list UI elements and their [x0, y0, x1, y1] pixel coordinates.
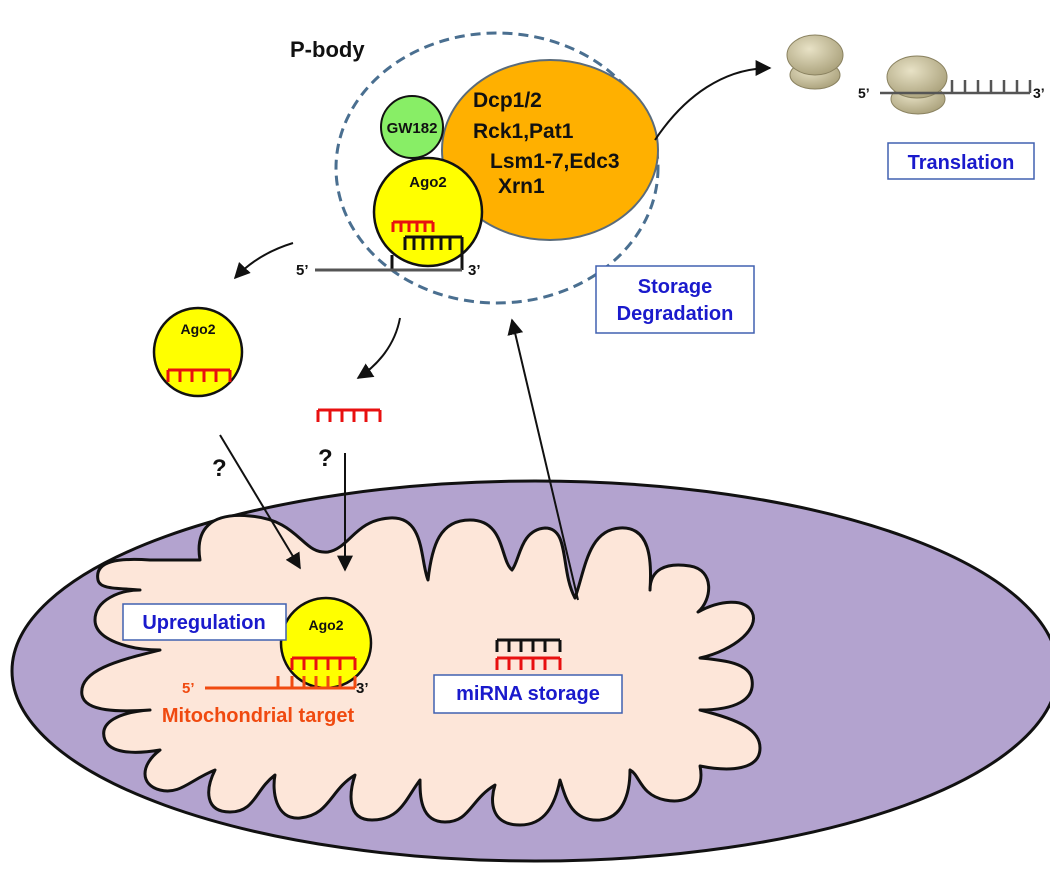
pbody-three-prime: 3’ — [468, 262, 481, 279]
ago2-free-mirna — [166, 368, 232, 382]
translating-ribosomes — [786, 34, 1032, 115]
ribosome-free — [786, 34, 844, 90]
storage-label: Storage — [638, 276, 712, 298]
pbody-mirna — [391, 220, 435, 232]
translation-box — [887, 142, 1035, 180]
arrow-pbody-to-translation — [654, 60, 772, 141]
storage-degradation-box — [595, 265, 755, 334]
protein-xrn1: Xrn1 — [498, 175, 545, 198]
gw182-label: GW182 — [387, 120, 438, 137]
arrow-pbody-to-free-mirna — [356, 317, 401, 379]
question-mark-ago2: ? — [212, 455, 227, 482]
upregulation-label: Upregulation — [142, 612, 265, 634]
translation-three-prime: 3’ — [1033, 85, 1045, 101]
mitochondrion — [10, 479, 1050, 863]
protein-dcp: Dcp1/2 — [473, 89, 542, 112]
arrow-mito-to-pbody — [507, 318, 579, 601]
ago2-mito-label: Ago2 — [309, 617, 344, 633]
mito-five-prime: 5’ — [182, 680, 195, 697]
ago2-pbody — [372, 156, 484, 268]
arrow-ago2-to-mito — [219, 434, 301, 570]
stored-mirna-duplex — [495, 638, 562, 670]
mirna-storage-label: miRNA storage — [456, 683, 600, 705]
mito-three-prime: 3’ — [356, 680, 369, 697]
mitochondrion-cristae — [80, 513, 762, 827]
mito-mirna — [290, 656, 357, 670]
ago2-pbody-label: Ago2 — [409, 174, 447, 191]
gw182-protein — [380, 95, 444, 159]
ago2-free — [152, 306, 244, 398]
mitochondrial-target-label: Mitochondrial target — [162, 705, 355, 727]
p-body — [315, 31, 660, 305]
upregulation-box — [122, 603, 287, 641]
translation-label: Translation — [908, 152, 1015, 174]
free-mirna — [316, 408, 382, 422]
pbody-target-mrna-pairing — [390, 235, 464, 270]
question-mark-mirna: ? — [318, 445, 333, 472]
translation-five-prime: 5’ — [858, 85, 870, 101]
arrow-pbody-to-free-ago2 — [233, 242, 294, 280]
ago2-free-label: Ago2 — [181, 321, 216, 337]
pbody-five-prime: 5’ — [296, 262, 309, 279]
p-body-title: P-body — [290, 37, 365, 62]
translation-mrna — [880, 80, 1032, 95]
protein-rck: Rck1,Pat1 — [473, 120, 574, 143]
mito-target-mrna — [205, 676, 357, 690]
mirna-storage-box — [433, 674, 623, 714]
p-body-boundary — [334, 31, 660, 305]
ribosome-on-mrna — [886, 55, 948, 115]
decapping-complex — [441, 59, 659, 241]
degradation-label: Degradation — [617, 303, 734, 325]
ago2-mito — [279, 596, 373, 690]
protein-lsm: Lsm1-7,Edc3 — [490, 150, 620, 173]
arrows — [219, 60, 772, 601]
